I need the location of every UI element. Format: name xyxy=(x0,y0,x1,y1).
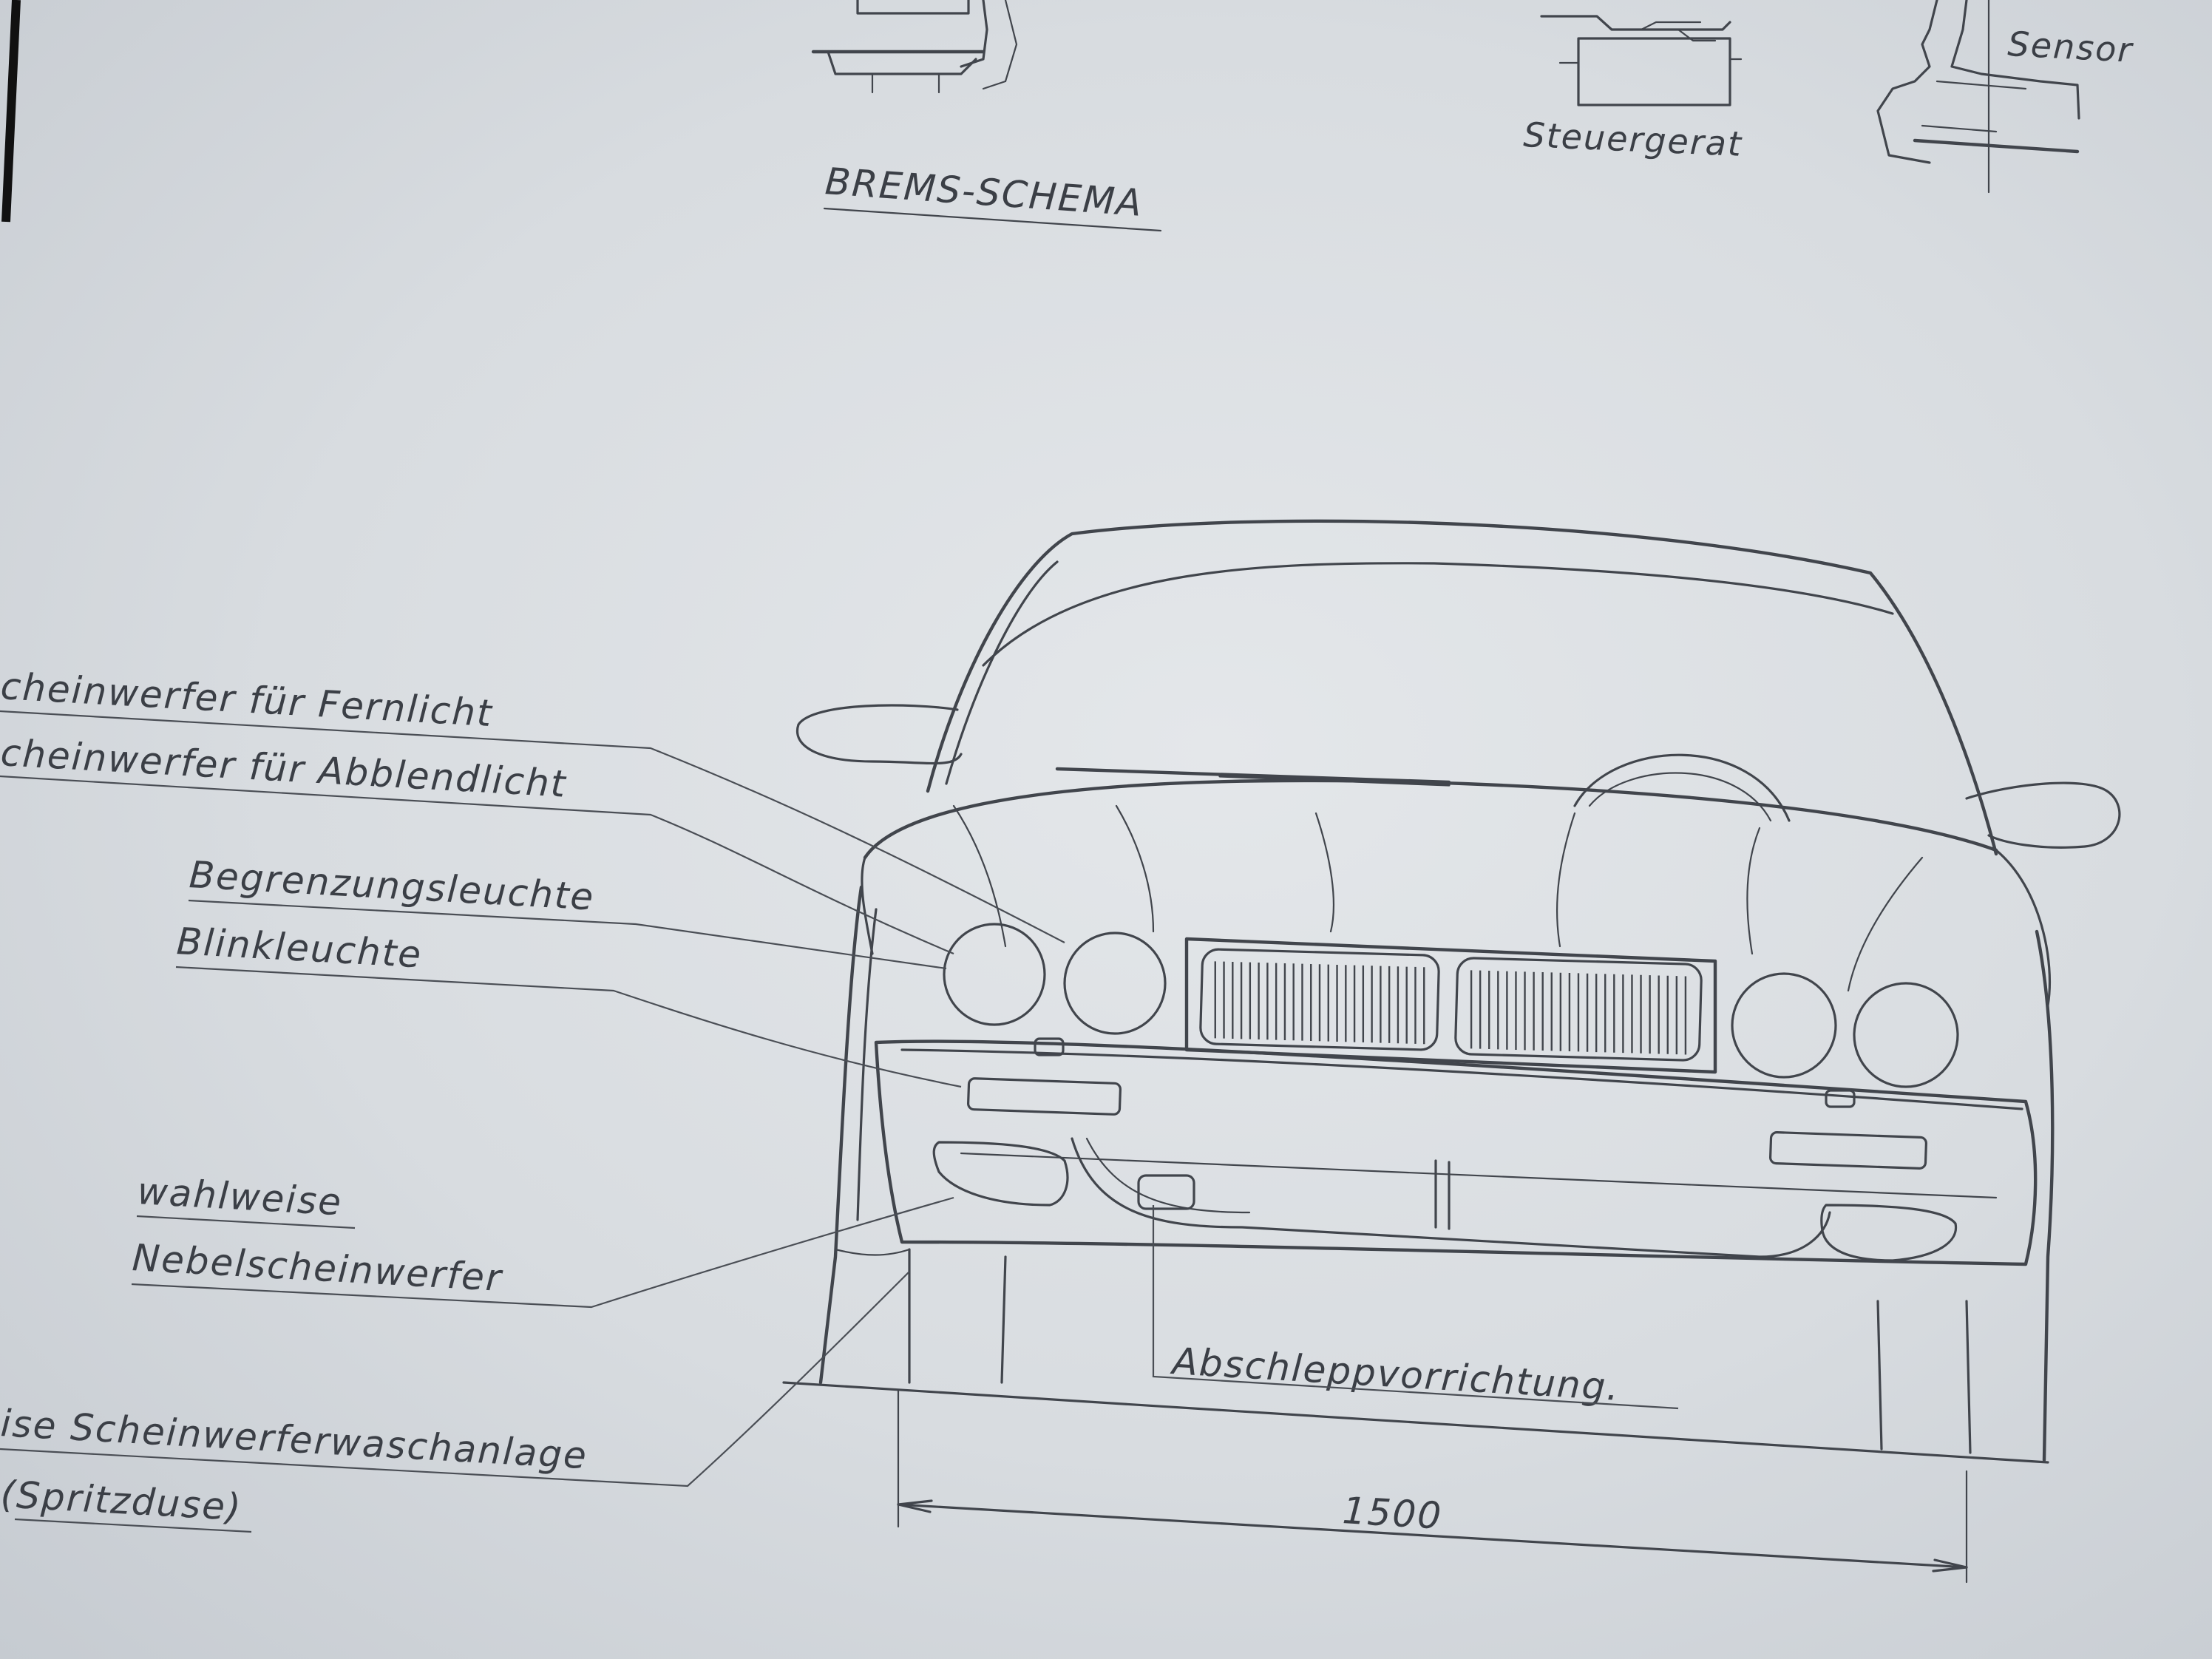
label-track-width: 1500 xyxy=(1341,1489,1443,1538)
label-scheinwerferwaschanlage: ise Scheinwerferwaschanlage xyxy=(0,1402,588,1477)
tow-eye-cover xyxy=(1137,1174,1195,1210)
label-blinkleuchte: Blinkleuchte xyxy=(175,920,423,976)
car-front-view xyxy=(795,519,2121,1462)
label-abschleppvorrichtung: Abschleppvorrichtung. xyxy=(1169,1340,1621,1409)
turn-signal-left xyxy=(967,1077,1122,1116)
label-wahlweise: wahlweise xyxy=(136,1170,343,1224)
control-unit-icon xyxy=(1540,15,1743,106)
headlight-right-inner xyxy=(1731,972,1837,1079)
front-bumper xyxy=(874,1039,2038,1266)
brake-schematic-fragment xyxy=(811,0,1018,94)
label-steuergeraet: Steuergerat xyxy=(1523,115,1744,164)
steering-wheel xyxy=(1573,753,1791,822)
left-wheel xyxy=(908,1248,1007,1384)
turn-signal-right xyxy=(1769,1131,1927,1170)
grille-right xyxy=(1454,957,1703,1062)
right-wheel xyxy=(1876,1300,1972,1454)
headlight-right-outer xyxy=(1853,982,1959,1088)
sensor-assembly-icon xyxy=(1876,0,2080,194)
sheet-border-line xyxy=(1,0,21,223)
lower-air-intake xyxy=(1071,1137,1831,1258)
headlight-left-outer xyxy=(943,923,1046,1026)
left-mirror xyxy=(795,704,963,765)
track-width-dimension xyxy=(897,1388,1968,1584)
label-begrenzungsleuchte: Begrenzungsleuchte xyxy=(188,853,596,919)
headlight-left-inner xyxy=(1063,932,1167,1035)
ground-line xyxy=(782,1381,2049,1464)
label-sensor: Sensor xyxy=(2006,24,2134,70)
fog-light-right xyxy=(1820,1204,1958,1262)
right-mirror xyxy=(1965,781,2121,849)
hood-outline xyxy=(863,778,1998,860)
label-nebelscheinwerfer: Nebelscheinwerfer xyxy=(131,1236,504,1300)
grille-left xyxy=(1199,948,1440,1051)
windshield-outline xyxy=(945,560,1059,785)
grille-surround xyxy=(1184,937,1717,1074)
fog-light-left xyxy=(932,1141,1069,1207)
label-abblendlicht: cheinwerfer für Abblendlicht xyxy=(0,731,568,806)
title-brems-schema: BREMS-SCHEMA xyxy=(824,160,1144,225)
brems-schema-title: BREMS-SCHEMA xyxy=(823,160,1162,232)
grille-slats xyxy=(1214,961,1687,1055)
roof-outline xyxy=(926,519,1998,856)
